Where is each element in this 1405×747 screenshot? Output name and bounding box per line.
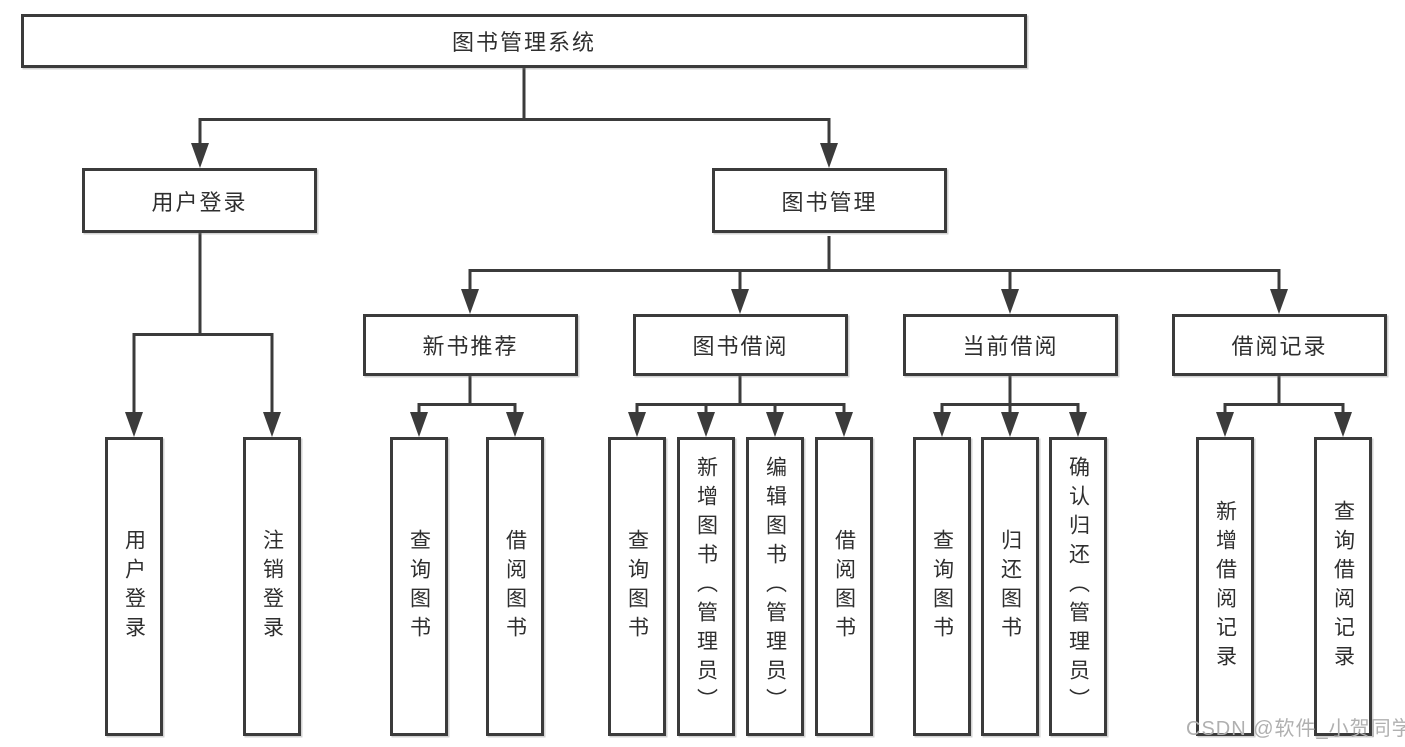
node-borrow-records: 借阅记录 <box>1172 314 1387 376</box>
leaf-query-borrow-record-label: 查询借阅记录 <box>1331 499 1355 674</box>
node-user-login: 用户登录 <box>82 168 317 233</box>
node-borrow-records-label: 借阅记录 <box>1231 334 1328 359</box>
leaf-user-login-label: 用户登录 <box>122 528 146 645</box>
leaf-query-books-current: 查询图书 <box>913 437 971 736</box>
connector-arrowheads <box>125 143 1352 437</box>
node-current-borrowing-label: 当前借阅 <box>962 334 1059 359</box>
leaf-borrow-books-borrowing: 借阅图书 <box>815 437 873 736</box>
leaf-query-borrow-record: 查询借阅记录 <box>1314 437 1372 736</box>
leaf-confirm-return-admin: 确认归还（管理员） <box>1049 437 1107 736</box>
leaf-edit-book-admin: 编辑图书（管理员） <box>746 437 804 736</box>
leaf-query-books-recommend-label: 查询图书 <box>407 528 431 645</box>
leaf-query-books-borrowing-label: 查询图书 <box>625 528 649 645</box>
connector-paths <box>132 68 1345 413</box>
node-book-borrowing-label: 图书借阅 <box>692 334 789 359</box>
leaf-user-login: 用户登录 <box>105 437 163 736</box>
node-user-login-label: 用户登录 <box>151 189 248 215</box>
leaf-query-books-borrowing: 查询图书 <box>608 437 666 736</box>
leaf-add-book-admin: 新增图书（管理员） <box>677 437 735 736</box>
leaf-add-borrow-record: 新增借阅记录 <box>1196 437 1254 736</box>
node-root-label: 图书管理系统 <box>451 30 596 55</box>
leaf-return-book-label: 归还图书 <box>998 528 1022 645</box>
csdn-watermark: CSDN @软件_小贺同学 <box>1186 718 1405 740</box>
leaf-query-books-current-label: 查询图书 <box>930 528 954 645</box>
node-book-management-label: 图书管理 <box>781 189 878 215</box>
leaf-add-borrow-record-label: 新增借阅记录 <box>1213 499 1237 674</box>
leaf-confirm-return-admin-label: 确认归还（管理员） <box>1066 456 1090 717</box>
node-root: 图书管理系统 <box>21 14 1027 68</box>
leaf-edit-book-admin-label: 编辑图书（管理员） <box>763 456 787 717</box>
leaf-borrow-books-recommend-label: 借阅图书 <box>503 528 527 645</box>
leaf-query-books-recommend: 查询图书 <box>390 437 448 736</box>
leaf-add-book-admin-label: 新增图书（管理员） <box>694 456 718 717</box>
node-book-management: 图书管理 <box>712 168 947 233</box>
node-current-borrowing: 当前借阅 <box>903 314 1118 376</box>
leaf-borrow-books-recommend: 借阅图书 <box>486 437 544 736</box>
leaf-return-book: 归还图书 <box>981 437 1039 736</box>
node-new-book-recommend-label: 新书推荐 <box>422 334 519 359</box>
leaf-logout: 注销登录 <box>243 437 301 736</box>
leaf-logout-label: 注销登录 <box>260 528 284 645</box>
leaf-borrow-books-borrowing-label: 借阅图书 <box>832 528 856 645</box>
node-book-borrowing: 图书借阅 <box>633 314 848 376</box>
node-new-book-recommend: 新书推荐 <box>363 314 578 376</box>
